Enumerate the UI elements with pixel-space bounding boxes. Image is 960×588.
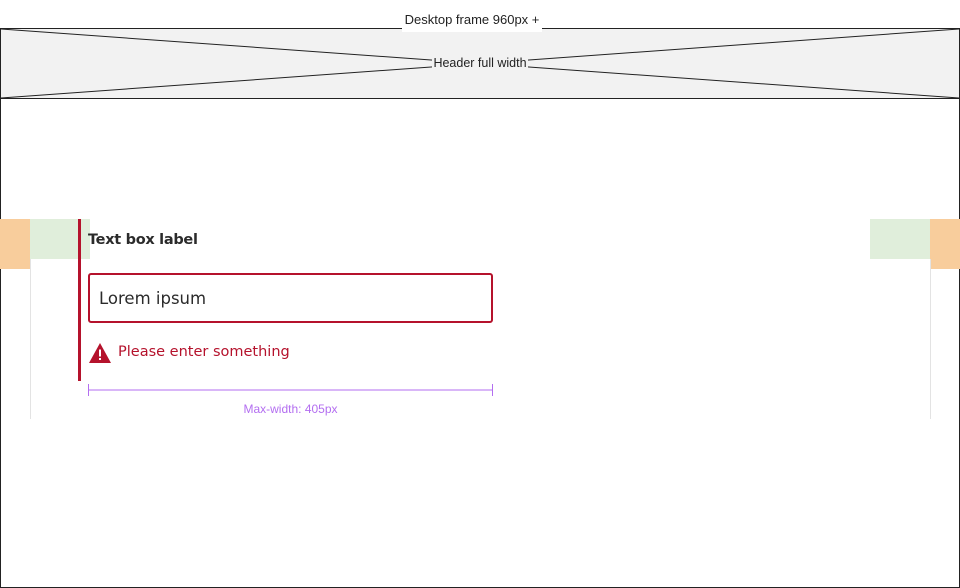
margin-right bbox=[930, 219, 960, 269]
column-guide-left bbox=[30, 259, 31, 419]
column-guide-right bbox=[930, 259, 931, 419]
error-indicator-bar bbox=[78, 219, 81, 381]
max-width-measure-line bbox=[88, 384, 493, 396]
text-box-label: Text box label bbox=[88, 232, 198, 248]
max-width-label: Max-width: 405px bbox=[243, 402, 338, 416]
gutter-right bbox=[870, 219, 930, 259]
warning-triangle-icon bbox=[89, 343, 111, 363]
frame-title: Desktop frame 960px + bbox=[402, 8, 542, 32]
header-label: Header full width bbox=[432, 55, 528, 71]
margin-left bbox=[0, 219, 30, 269]
text-box-input[interactable] bbox=[88, 273, 493, 323]
gutter-left bbox=[30, 219, 90, 259]
error-message: Please enter something bbox=[118, 344, 290, 360]
